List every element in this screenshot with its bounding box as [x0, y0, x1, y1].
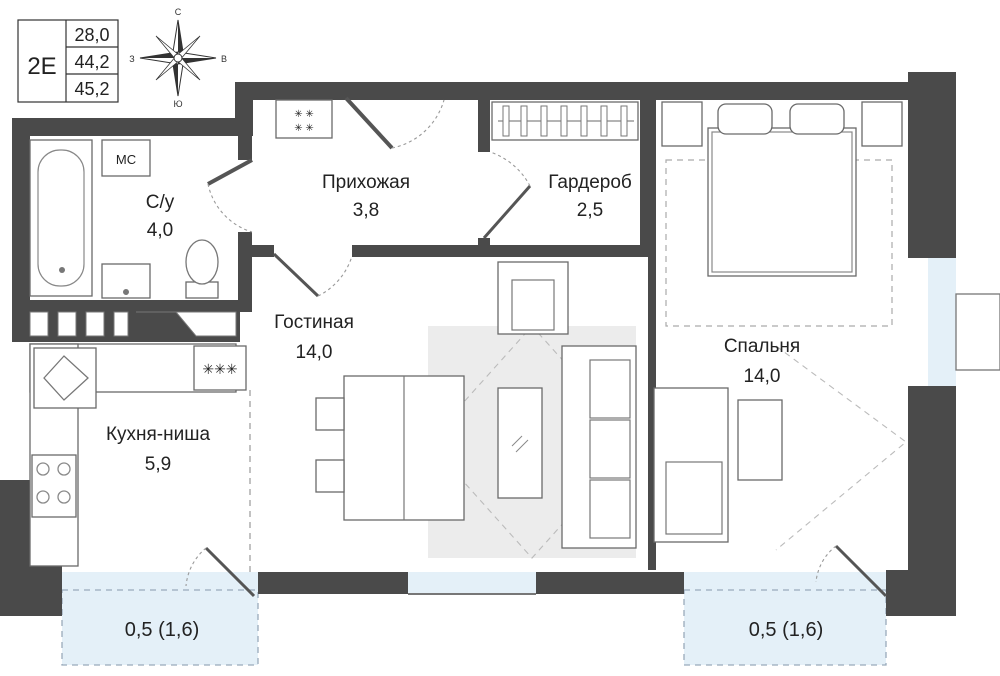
- svg-text:✳ ✳: ✳ ✳: [294, 109, 314, 120]
- bathroom-area: 4,0: [147, 220, 173, 241]
- walls: [0, 72, 956, 616]
- compass-icon: С Ю З В: [129, 7, 227, 109]
- pillow-1: [717, 103, 773, 135]
- area-with-balcony: 45,2: [74, 79, 109, 99]
- wall-cabinets: [29, 311, 237, 337]
- compass-north: С: [175, 7, 182, 17]
- wardrobe-rail: [491, 101, 639, 141]
- bathroom-name: С/у: [146, 192, 175, 213]
- hallway-name: Прихожая: [322, 172, 410, 193]
- area-living: 28,0: [74, 25, 109, 45]
- svg-text:✳✳✳: ✳✳✳: [202, 361, 237, 377]
- hallway-area: 3,8: [353, 200, 379, 221]
- balcony-right: [684, 572, 886, 665]
- sofa: [561, 345, 637, 549]
- chair-2: [315, 459, 345, 493]
- apartment-info: 2E 28,0 44,2 45,2: [17, 19, 119, 103]
- coffee-table: [497, 387, 543, 499]
- kitchen-fixtures: ✳✳✳: [29, 343, 251, 572]
- chair-1: [315, 397, 345, 431]
- wardrobe-name: Гардероб: [548, 172, 632, 193]
- doors: [185, 96, 888, 598]
- bedroom-furniture: [653, 101, 907, 551]
- hallway-heater: [275, 99, 333, 139]
- living-furniture: [315, 261, 637, 559]
- balcony-right-label: 0,5 (1,6): [749, 619, 823, 641]
- living-area: 14,0: [296, 342, 333, 363]
- bedroom-table: [737, 399, 783, 481]
- bedroom-name: Спальня: [724, 336, 800, 357]
- compass-west: З: [129, 54, 134, 64]
- apartment-code: 2E: [27, 53, 56, 80]
- washer-label: МС: [116, 152, 136, 167]
- bedroom-armchair: [653, 387, 729, 543]
- bed: [707, 127, 857, 277]
- kitchen-name: Кухня-ниша: [106, 424, 211, 445]
- nightstand-1: [661, 101, 703, 147]
- living-name: Гостиная: [274, 312, 354, 333]
- bathroom-fixtures: МС: [29, 139, 219, 299]
- balconies: [61, 258, 1000, 666]
- cooktop: [193, 345, 247, 391]
- bedroom-area: 14,0: [744, 366, 781, 387]
- washing-machine: [101, 139, 151, 177]
- area-total: 44,2: [74, 52, 109, 72]
- svg-text:✳ ✳: ✳ ✳: [294, 123, 314, 134]
- balcony-left-label: 0,5 (1,6): [125, 619, 199, 641]
- room-labels: С/у 4,0 Прихожая 3,8 Гардероб 2,5 Гостин…: [106, 172, 823, 641]
- pillow-2: [789, 103, 845, 135]
- nightstand-2: [861, 101, 903, 147]
- balcony-left: [62, 572, 258, 665]
- armchair: [497, 261, 569, 335]
- compass-south: Ю: [173, 99, 182, 109]
- wardrobe-area: 2,5: [577, 200, 603, 221]
- kitchen-area: 5,9: [145, 454, 171, 475]
- hallway-fixtures: ✳ ✳ ✳ ✳: [275, 99, 333, 139]
- compass-east: В: [221, 54, 227, 64]
